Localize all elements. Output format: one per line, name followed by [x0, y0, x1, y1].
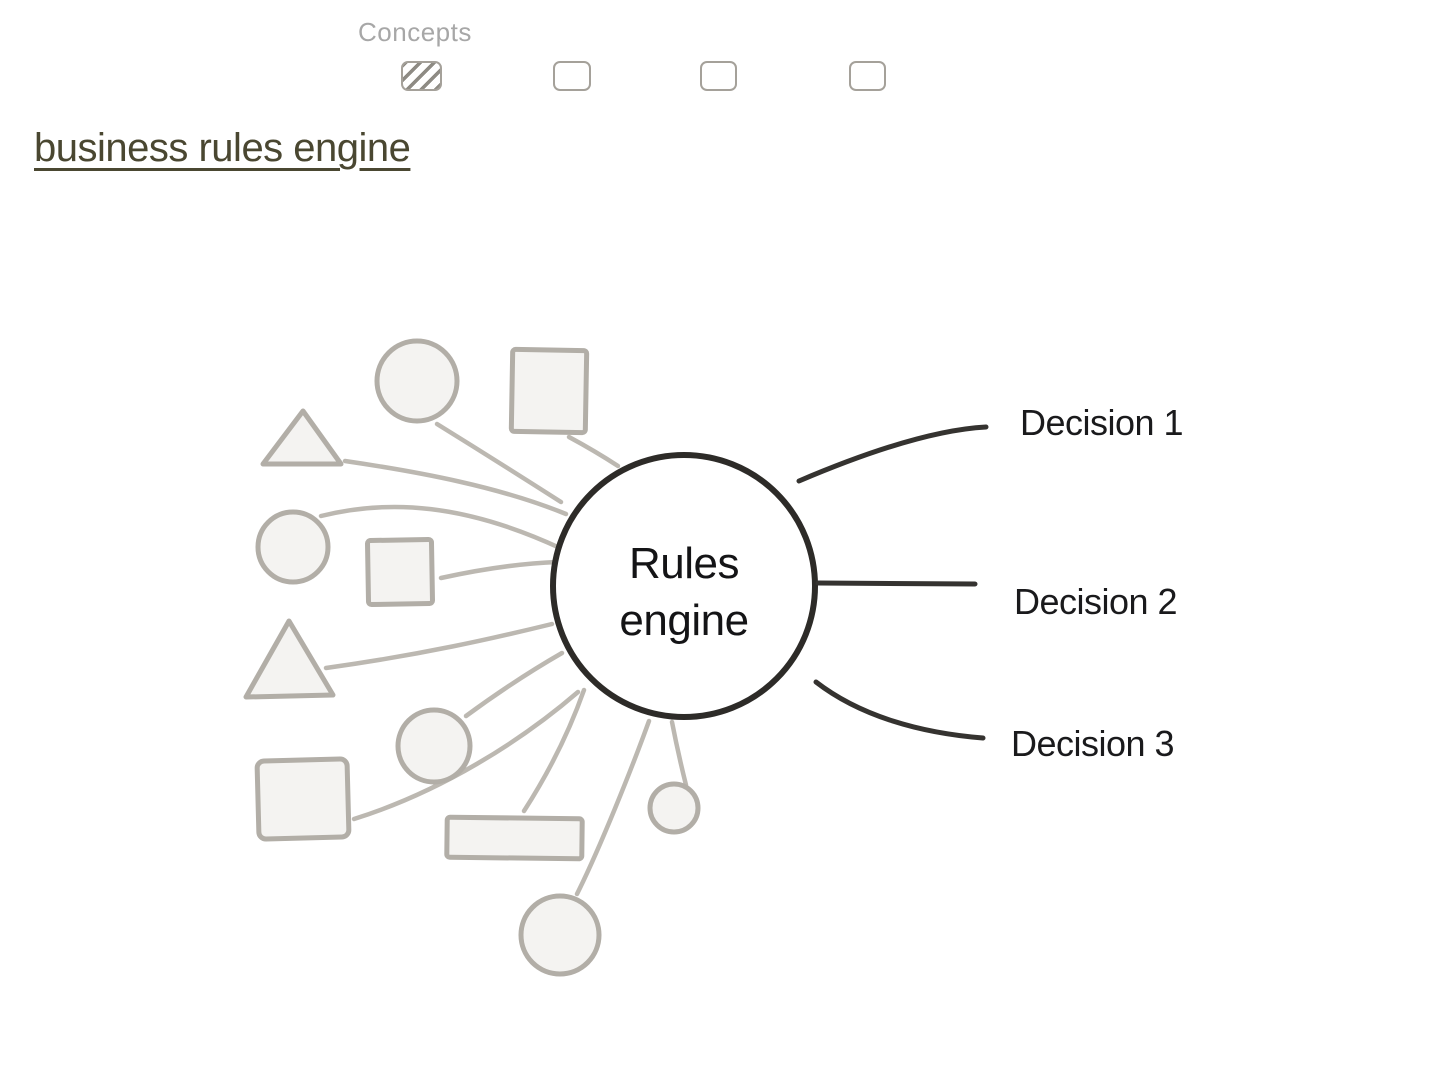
decision-1-label: Decision 1: [1020, 402, 1184, 443]
rectangle-wide-shape: [444, 814, 585, 862]
connector-rectangle: [521, 687, 587, 814]
circle-top-shape: [374, 338, 460, 424]
connector-circle-bottom: [574, 718, 652, 897]
connector-decision-2: [815, 580, 978, 587]
input-connectors: [318, 421, 689, 897]
connector-triangle-top: [342, 458, 569, 517]
triangle-large-shape: [243, 618, 336, 700]
decision-3-label: Decision 3: [1011, 723, 1175, 764]
connector-circle-mid: [318, 504, 563, 551]
circle-lower-shape: [395, 707, 473, 785]
square-top-shape: [508, 346, 590, 436]
input-shapes: [243, 338, 701, 977]
connector-decision-3: [813, 679, 986, 741]
circle-small-shape: [647, 781, 701, 835]
triangle-top-shape: [260, 408, 344, 467]
concepts-label: Concepts: [358, 17, 472, 47]
connector-square-small: [438, 559, 560, 581]
concept-checkbox-1[interactable]: [401, 61, 442, 91]
connector-square-bottom: [351, 689, 581, 822]
square-small-mid-shape: [364, 536, 436, 608]
connector-square-top: [566, 434, 621, 469]
connector-triangle-large: [323, 621, 555, 671]
decision-2-label: Decision 2: [1014, 581, 1178, 622]
concept-checkbox-4[interactable]: [849, 61, 886, 91]
rules-engine-node: [550, 452, 818, 720]
decision-connectors: [796, 424, 989, 741]
circle-mid-shape: [255, 509, 331, 585]
connector-decision-1: [796, 424, 989, 484]
circle-bottom-shape: [518, 893, 602, 977]
connector-circle-small: [669, 719, 689, 788]
connector-circle-lower: [463, 650, 565, 719]
connector-circle-top: [434, 421, 564, 505]
concept-checkbox-3[interactable]: [700, 61, 737, 91]
square-bottom-left-shape: [254, 756, 352, 842]
rules-engine-node-label: Rules engine: [619, 539, 749, 645]
concept-checkbox-2[interactable]: [553, 61, 591, 91]
business-rules-engine-link[interactable]: business rules engine: [34, 126, 411, 170]
